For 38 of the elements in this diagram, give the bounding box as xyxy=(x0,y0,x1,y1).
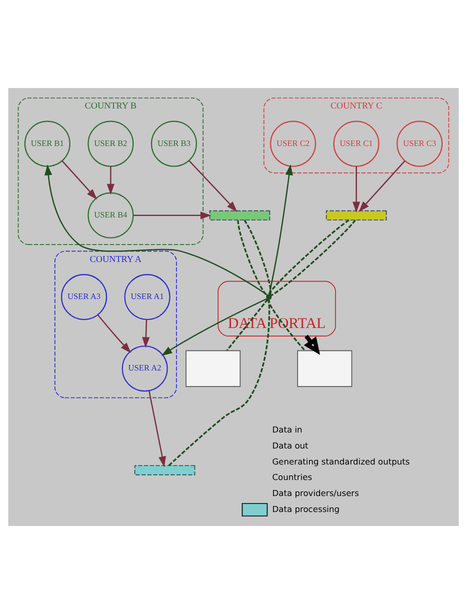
node-circle: USER C3 xyxy=(396,120,443,166)
connector xyxy=(226,298,268,350)
legend-label: Data processing xyxy=(272,503,340,514)
node-bar xyxy=(326,210,387,220)
node-circle: USER A1 xyxy=(124,273,170,320)
arrow xyxy=(148,390,166,467)
arrow xyxy=(133,211,212,219)
arrow xyxy=(62,160,98,200)
connector xyxy=(244,219,272,294)
legend-label: Data in xyxy=(272,424,302,434)
node-circle: USER B3 xyxy=(150,120,197,166)
arrow xyxy=(161,298,268,356)
arrow xyxy=(358,160,406,212)
node-circle: USER C2 xyxy=(270,120,316,166)
connector xyxy=(237,220,268,296)
node-circle: USER A2 xyxy=(122,345,168,392)
node-bar xyxy=(134,464,196,475)
arrow xyxy=(98,314,132,353)
arrow xyxy=(142,319,150,348)
node-bar xyxy=(209,210,270,220)
arrow xyxy=(352,166,360,212)
node-circle: USER B2 xyxy=(88,120,134,166)
legend-label: Countries xyxy=(272,472,312,482)
legend-label: Generating standardized outputs xyxy=(272,456,410,466)
node-circle: USER B1 xyxy=(24,120,70,166)
node-circle: USER C1 xyxy=(333,120,380,166)
legend-label: Data out xyxy=(272,440,308,450)
node-point xyxy=(266,294,272,300)
node-box xyxy=(297,350,352,386)
arrow xyxy=(106,166,114,194)
arrow xyxy=(44,164,268,296)
connector xyxy=(168,299,270,466)
node-box xyxy=(186,350,241,386)
node-circle: USER B4 xyxy=(88,192,134,238)
arrow xyxy=(268,164,293,294)
legend-label: Data providers/users xyxy=(272,488,359,498)
arrow xyxy=(188,160,238,212)
node-circle: USER A3 xyxy=(61,273,108,320)
